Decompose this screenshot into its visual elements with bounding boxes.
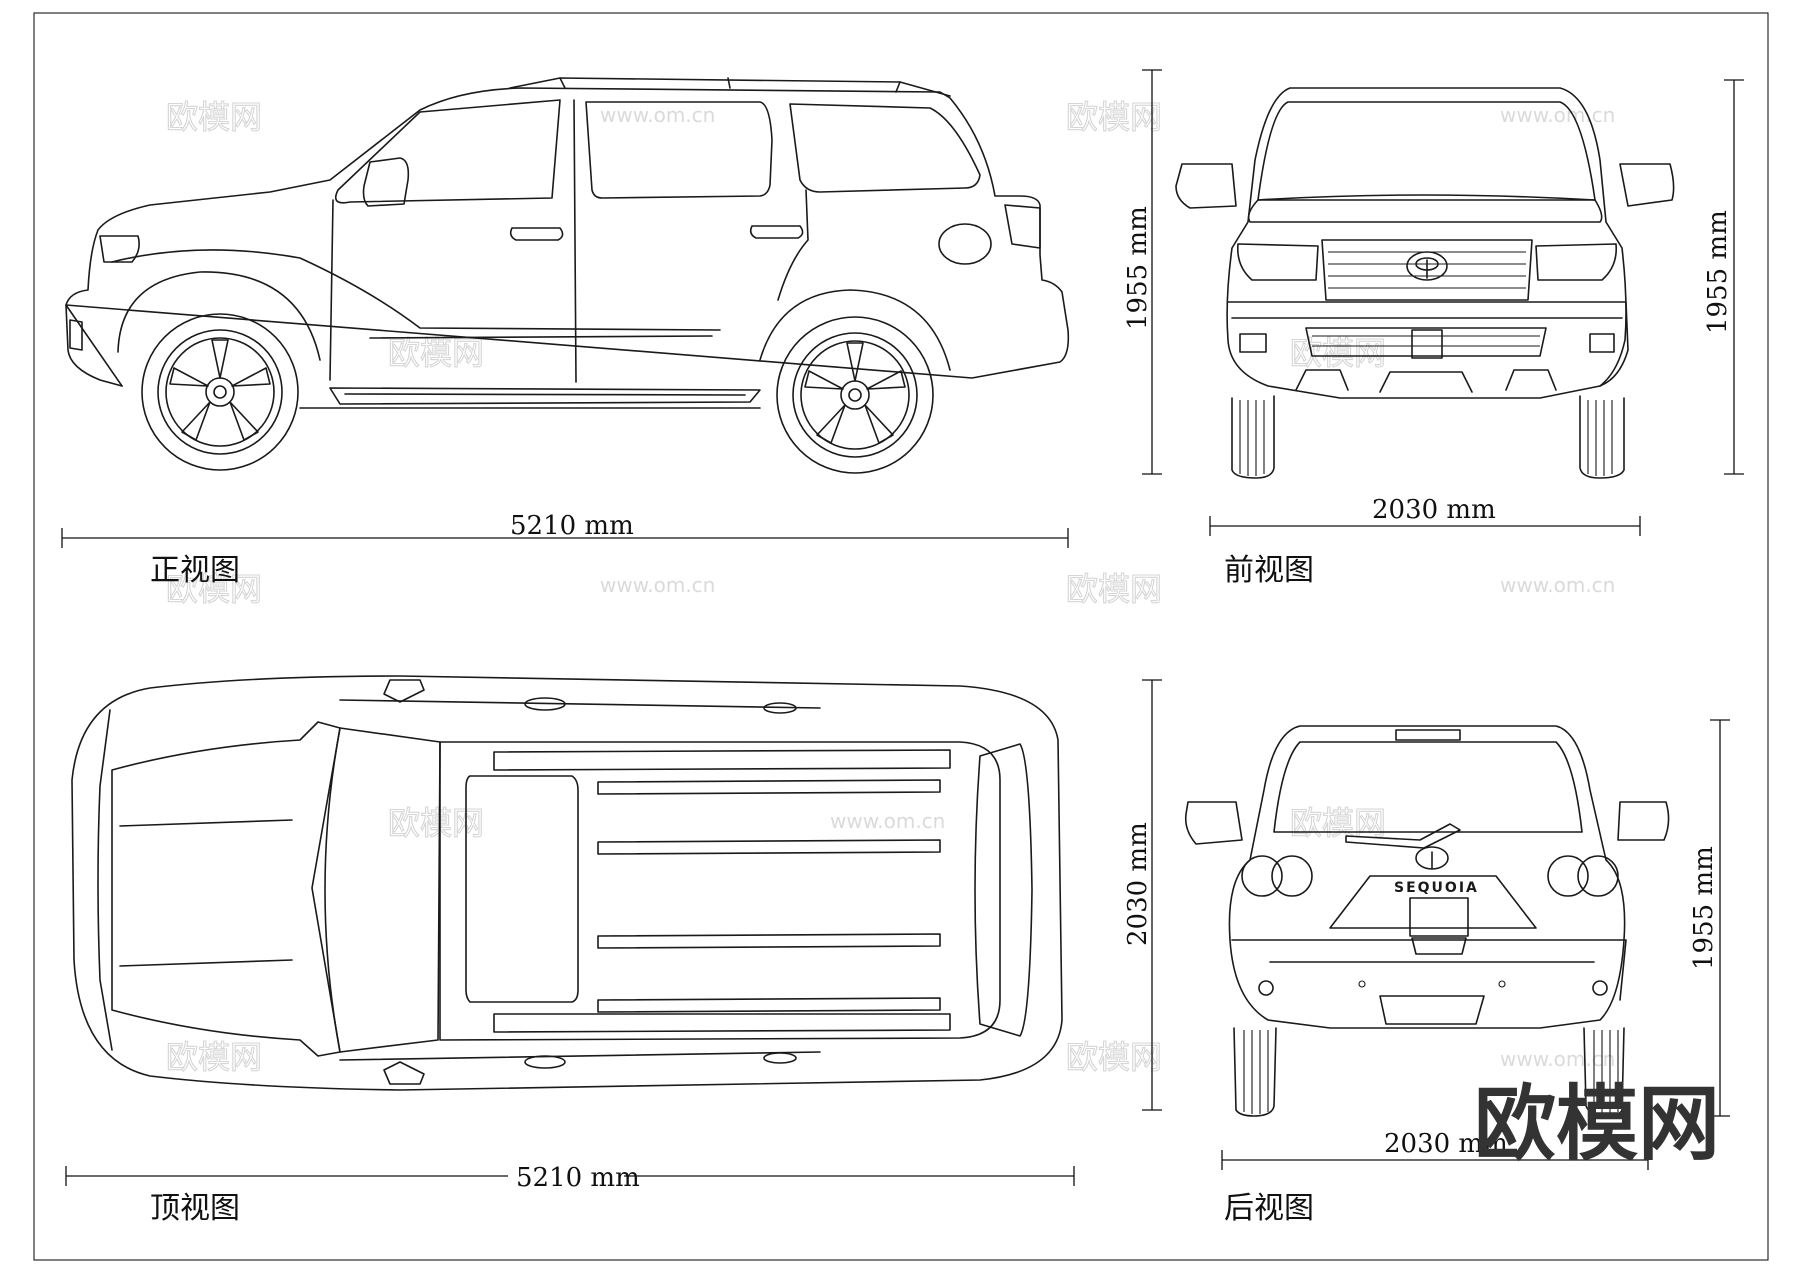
top-width-label: 2030 mm	[1123, 822, 1153, 946]
svg-text:www.om.cn: www.om.cn	[600, 573, 715, 597]
side-view-drawing	[65, 77, 1070, 474]
svg-text:欧模网: 欧模网	[166, 570, 262, 608]
front-height-dimension-right: 1955 mm	[1703, 79, 1744, 475]
svg-text:www.om.cn: www.om.cn	[1500, 573, 1615, 597]
watermark-layer: 欧模网 欧模网 欧模网 欧模网 欧模网 欧模网 欧模网 欧模网 欧模网 欧模网 …	[165, 97, 1615, 1076]
svg-text:欧模网: 欧模网	[1066, 1038, 1162, 1076]
svg-text:www.om.cn: www.om.cn	[1500, 1047, 1615, 1071]
front-height-label: 1955 mm	[1123, 206, 1153, 330]
svg-text:欧模网: 欧模网	[388, 334, 484, 372]
rear-view-caption: 后视图	[1224, 1191, 1314, 1226]
drawing-frame	[33, 12, 1769, 1261]
side-length-label: 5210 mm	[510, 511, 634, 541]
front-width-dimension: 2030 mm	[1209, 495, 1641, 536]
top-length-dimension: 5210 mm	[65, 1162, 1075, 1193]
svg-text:欧模网: 欧模网	[166, 1038, 262, 1076]
svg-text:欧模网: 欧模网	[166, 98, 262, 136]
front-view-drawing	[1175, 87, 1675, 479]
top-view-drawing	[71, 675, 1063, 1091]
rear-wheel	[776, 316, 934, 474]
toyota-emblem-rear-icon	[1415, 846, 1449, 870]
model-badge: SEQUOIA	[1394, 880, 1479, 896]
rear-width-label: 2030 mm	[1384, 1129, 1508, 1159]
side-view-caption: 正视图	[150, 553, 240, 588]
top-width-dimension: 2030 mm	[1123, 679, 1162, 1111]
svg-text:欧模网: 欧模网	[1290, 334, 1386, 372]
top-view-caption: 顶视图	[150, 1191, 240, 1226]
toyota-emblem-icon	[1406, 251, 1448, 281]
rear-view-drawing: SEQUOIA	[1184, 725, 1670, 1117]
side-length-dimension: 5210 mm	[61, 508, 1069, 548]
svg-text:欧模网: 欧模网	[388, 804, 484, 842]
front-height-dimension: 1955 mm	[1123, 69, 1162, 475]
svg-text:www.om.cn: www.om.cn	[830, 809, 945, 833]
front-width-label: 2030 mm	[1372, 495, 1496, 525]
svg-text:www.om.cn: www.om.cn	[600, 103, 715, 127]
top-length-label: 5210 mm	[516, 1163, 640, 1193]
front-view-caption: 前视图	[1224, 553, 1314, 588]
rear-width-dimension: 2030 mm	[1221, 1129, 1649, 1170]
site-logo: 欧模网	[1474, 1077, 1720, 1172]
front-height-label-right: 1955 mm	[1703, 210, 1733, 334]
svg-text:欧模网: 欧模网	[1066, 570, 1162, 608]
front-wheel	[141, 313, 299, 471]
svg-text:www.om.cn: www.om.cn	[1500, 103, 1615, 127]
svg-text:欧模网: 欧模网	[1066, 98, 1162, 136]
rear-height-label: 1955 mm	[1689, 846, 1719, 970]
svg-text:欧模网: 欧模网	[1290, 804, 1386, 842]
rear-height-dimension: 1955 mm	[1689, 719, 1730, 1117]
